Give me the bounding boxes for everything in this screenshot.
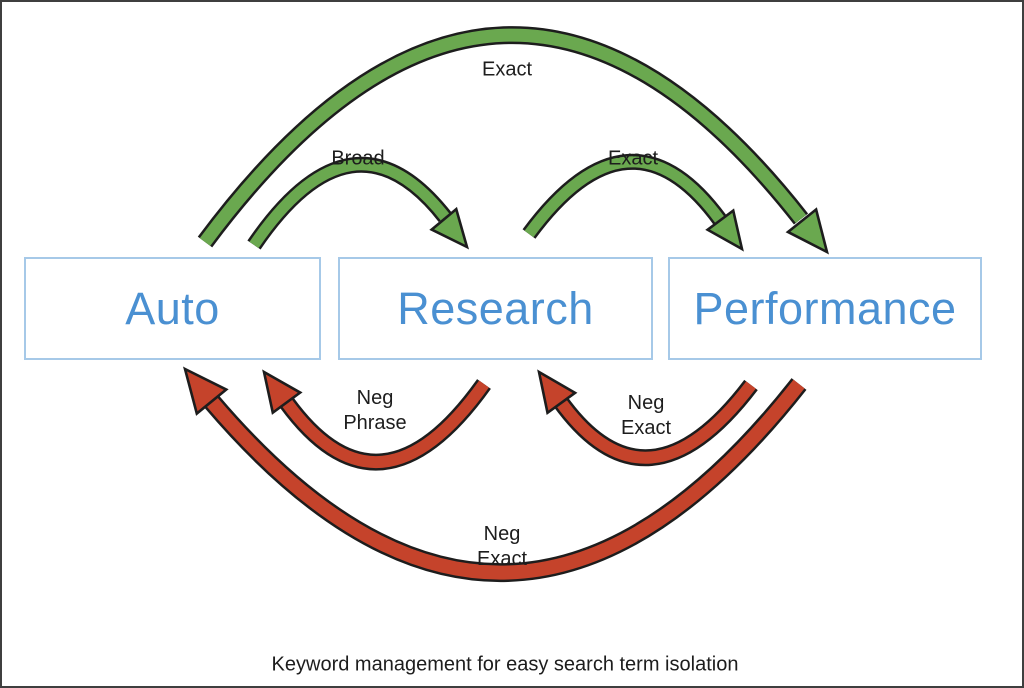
node-performance-label: Performance [693, 282, 957, 334]
node-auto: Auto [24, 257, 321, 360]
arrow-label-neg-exact-mid: Neg Exact [621, 391, 671, 441]
arrow-label-neg-phrase-line1: Neg [356, 387, 394, 409]
arrow-label-neg-phrase-line2: Phrase [343, 412, 407, 434]
arrow-label-neg-exact-bottom-line1: Neg [483, 523, 521, 545]
node-auto-label: Auto [125, 282, 220, 334]
arrow-label-neg-exact-bottom: Neg Exact [477, 522, 527, 572]
arrow-label-neg-exact-mid-line1: Neg [627, 392, 665, 414]
arrow-label-neg-exact-bottom-line2: Exact [476, 548, 528, 570]
node-performance: Performance [668, 257, 982, 360]
arrow-label-exact-mid: Exact [607, 147, 659, 170]
arrow-label-broad: Broad [331, 147, 385, 170]
diagram-caption: Keyword management for easy search term … [271, 653, 739, 676]
arrow-label-exact-top: Exact [481, 58, 533, 81]
node-research: Research [338, 257, 653, 360]
arrow-broad-auto-to-research [247, 156, 470, 250]
arrow-exact-research-to-performance [522, 153, 744, 252]
arrow-label-neg-phrase: Neg Phrase [343, 386, 406, 436]
arrow-label-neg-exact-mid-line2: Exact [620, 417, 672, 439]
node-research-label: Research [397, 282, 594, 334]
